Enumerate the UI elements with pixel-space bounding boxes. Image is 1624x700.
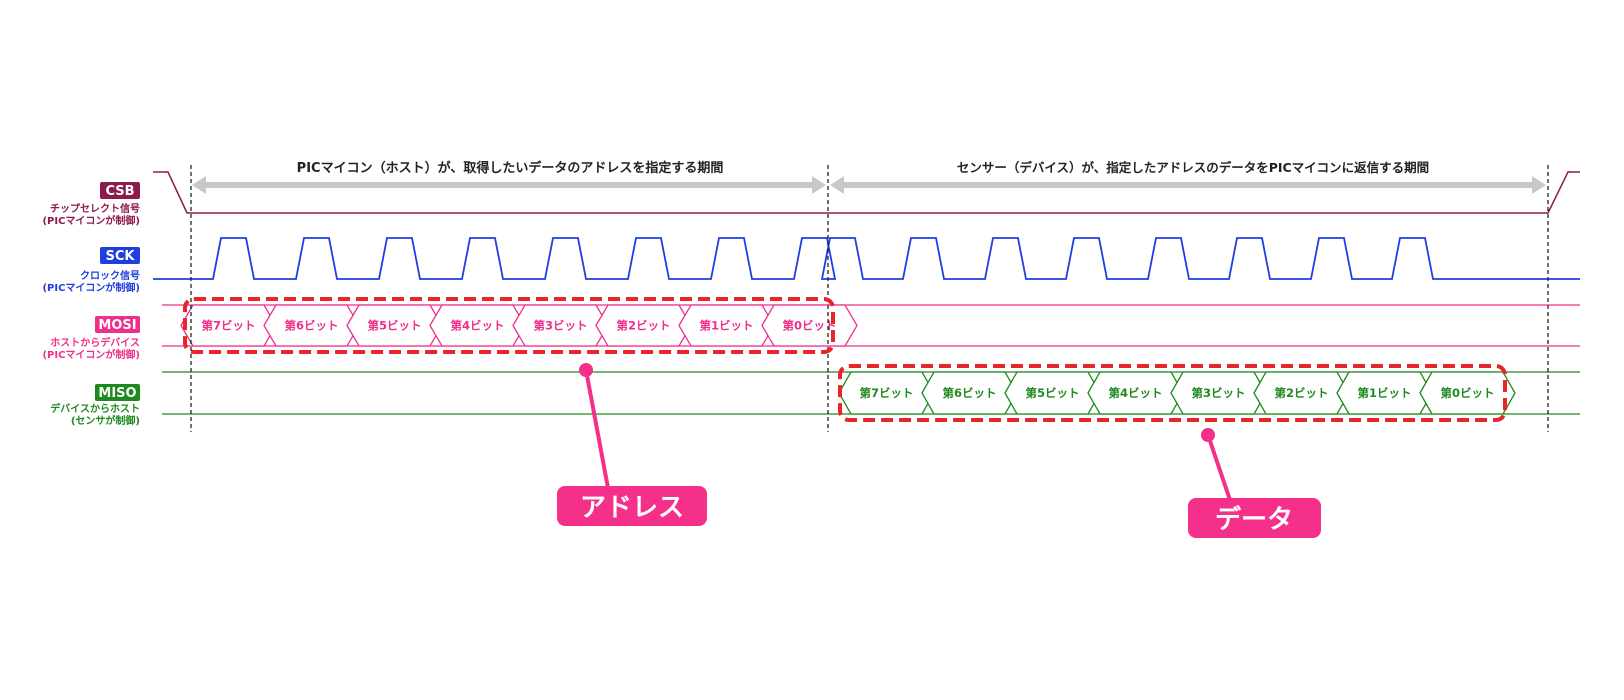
miso-bit-label: 第7ビット xyxy=(859,386,913,400)
mosi-bit-cell: 第0ビット xyxy=(761,304,858,347)
miso-bit-cell: 第5ビット xyxy=(1004,371,1101,415)
mosi-desc-line1: ホストからデバイス xyxy=(50,336,140,349)
mosi-bit-cell: 第6ビット xyxy=(263,304,360,347)
period-host-arrow-right-head xyxy=(812,176,826,194)
callout-address-dot xyxy=(579,363,593,377)
callout-address-text: アドレス xyxy=(580,493,684,523)
mosi-badge-text: MOSI xyxy=(98,318,136,333)
data-highlight-box xyxy=(838,364,1507,422)
sck-desc-line2: (PICマイコンが制御) xyxy=(42,281,140,294)
mosi-bit-cell: 第3ビット xyxy=(512,304,609,347)
signal-label-miso: MISO デバイスからホスト (センサが制御) xyxy=(50,384,140,427)
miso-bit-label: 第3ビット xyxy=(1191,386,1245,400)
miso-bit-label: 第1ビット xyxy=(1357,386,1411,400)
mosi-bit-cell: 第2ビット xyxy=(595,304,692,347)
callout-data-dot xyxy=(1201,428,1215,442)
miso-desc-line1: デバイスからホスト xyxy=(50,402,140,415)
callout-data-text: データ xyxy=(1215,504,1293,535)
period-host-label: PICマイコン（ホスト）が、取得したいデータのアドレスを指定する期間 xyxy=(297,160,724,176)
miso-bit-label: 第2ビット xyxy=(1274,386,1328,400)
miso-bit-cell: 第2ビット xyxy=(1253,371,1350,415)
signal-label-sck: SCK クロック信号 (PICマイコンが制御) xyxy=(42,247,140,294)
callout-data-bubble xyxy=(1188,498,1321,538)
csb-desc-line1: チップセレクト信号 xyxy=(50,202,140,215)
callout-data: データ xyxy=(1188,428,1321,538)
miso-bit-cell: 第6ビット xyxy=(921,371,1018,415)
mosi-bit-label: 第4ビット xyxy=(450,319,504,333)
miso-bit-label: 第4ビット xyxy=(1108,386,1162,400)
period-host-arrow-left-head xyxy=(192,176,206,194)
sck-badge xyxy=(100,247,140,264)
period-device-arrow-right-head xyxy=(1532,176,1546,194)
miso-bit-label: 第5ビット xyxy=(1025,386,1079,400)
csb-badge xyxy=(100,182,140,199)
miso-bit-cell: 第4ビット xyxy=(1087,371,1184,415)
callout-data-pointer xyxy=(1206,434,1232,501)
mosi-bit-label: 第6ビット xyxy=(284,319,338,333)
miso-bit-cells: 第7ビット 第6ビット 第5ビット 第4ビット 第3ビット 第2ビット 第1ビット 第0ビット xyxy=(838,371,1516,415)
sck-waveform xyxy=(153,237,1580,280)
mosi-bit-label: 第1ビット xyxy=(699,319,753,333)
mosi-bit-cell: 第4ビット xyxy=(429,304,526,347)
mosi-bit-label: 第2ビット xyxy=(616,319,670,333)
callout-address-bubble xyxy=(557,486,707,526)
period-device: センサー（デバイス）が、指定したアドレスのデータをPICマイコンに返信する期間 xyxy=(830,160,1546,194)
miso-bit-cell: 第0ビット xyxy=(1419,371,1516,415)
csb-waveform xyxy=(153,171,1580,214)
miso-bit-label: 第0ビット xyxy=(1440,386,1494,400)
csb-desc-line2: (PICマイコンが制御) xyxy=(42,214,140,227)
miso-bit-label: 第6ビット xyxy=(942,386,996,400)
miso-bit-cell: 第7ビット xyxy=(838,371,935,415)
miso-bit-cell: 第1ビット xyxy=(1336,371,1433,415)
address-highlight-box xyxy=(183,297,835,354)
callout-address-pointer xyxy=(584,369,610,489)
miso-bit-cell: 第3ビット xyxy=(1170,371,1267,415)
mosi-bit-label: 第0ビット xyxy=(782,319,836,333)
mosi-bit-cell: 第5ビット xyxy=(346,304,443,347)
miso-badge-text: MISO xyxy=(98,386,136,401)
csb-badge-text: CSB xyxy=(105,184,134,199)
signal-label-csb: CSB チップセレクト信号 (PICマイコンが制御) xyxy=(42,182,140,227)
mosi-bit-label: 第3ビット xyxy=(533,319,587,333)
callout-address: アドレス xyxy=(557,363,707,526)
mosi-badge xyxy=(95,316,140,333)
miso-badge xyxy=(95,384,140,401)
miso-desc-line2: (センサが制御) xyxy=(71,414,140,427)
signal-label-mosi: MOSI ホストからデバイス (PICマイコンが制御) xyxy=(42,316,140,361)
period-host: PICマイコン（ホスト）が、取得したいデータのアドレスを指定する期間 xyxy=(192,160,826,194)
mosi-bit-cell: 第1ビット xyxy=(678,304,775,347)
sck-desc-line1: クロック信号 xyxy=(80,269,140,282)
mosi-bit-cell: 第7ビット xyxy=(180,304,277,347)
mosi-bit-label: 第7ビット xyxy=(201,319,255,333)
mosi-bit-label: 第5ビット xyxy=(367,319,421,333)
miso-bit-cell-outline xyxy=(1419,371,1516,415)
period-device-label: センサー（デバイス）が、指定したアドレスのデータをPICマイコンに返信する期間 xyxy=(957,160,1429,175)
mosi-bit-cells: 第7ビット 第6ビット 第5ビット 第4ビット 第3ビット 第2ビット 第1ビット 第0ビット xyxy=(180,304,858,347)
mosi-desc-line2: (PICマイコンが制御) xyxy=(42,348,140,361)
period-device-arrow-left-head xyxy=(830,176,844,194)
sck-badge-text: SCK xyxy=(106,249,136,264)
